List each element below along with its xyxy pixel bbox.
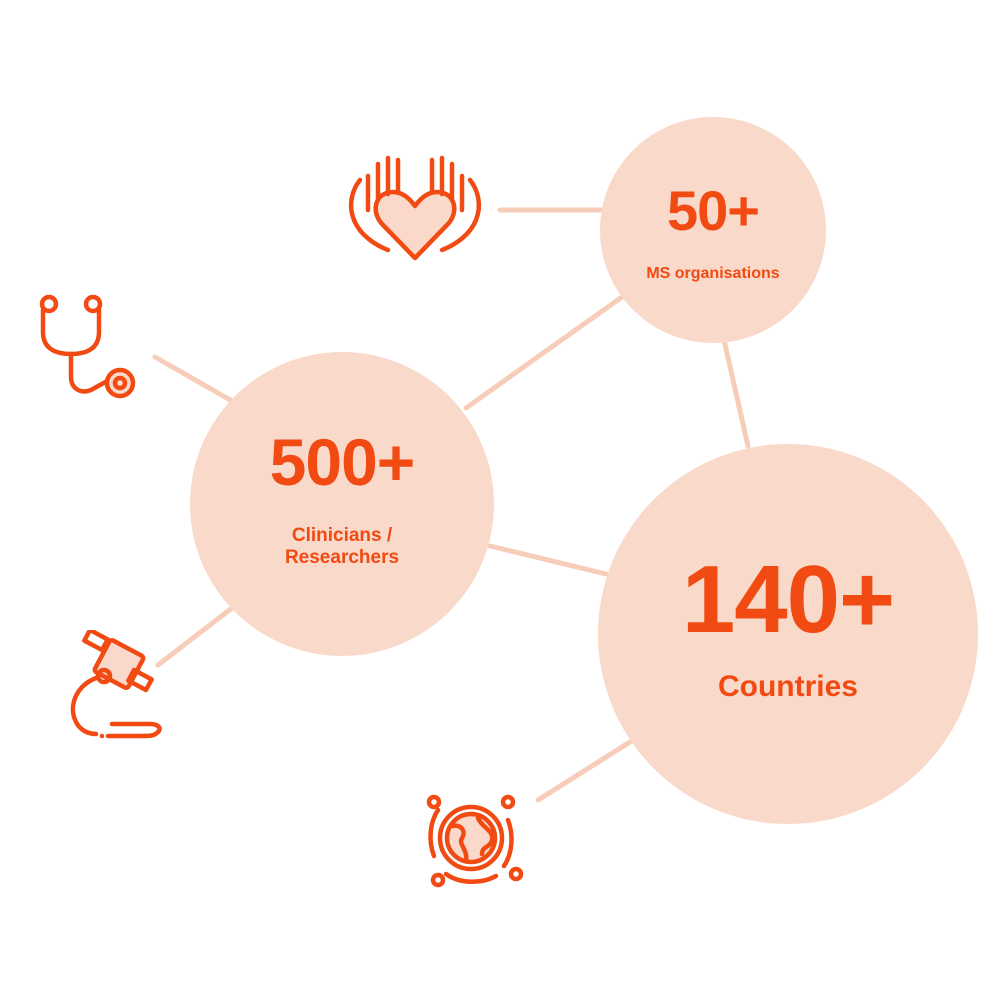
organisations-label: MS organisations xyxy=(646,264,780,282)
connector-microscope xyxy=(155,605,235,668)
connector-orgs-countries xyxy=(721,337,751,449)
countries-bubble: 140+ Countries xyxy=(598,444,978,824)
globe-icon xyxy=(426,794,524,888)
connector-globe xyxy=(535,739,633,803)
stethoscope-icon xyxy=(39,294,136,399)
connector-orgs-clinicians xyxy=(463,294,625,411)
connector-stethoscope xyxy=(152,354,235,404)
organisations-value: 50+ xyxy=(667,178,760,242)
microscope-icon xyxy=(70,630,162,739)
hands-heart-icon xyxy=(348,155,482,261)
countries-value: 140+ xyxy=(681,545,895,653)
clinicians-label: Clinicians / Researchers xyxy=(284,525,400,568)
connector-clinicians-countries xyxy=(487,543,609,577)
clinicians-value: 500+ xyxy=(269,425,416,500)
organisations-bubble: 50+ MS organisations xyxy=(600,117,826,343)
countries-label: Countries xyxy=(717,669,858,703)
clinicians-bubble: 500+ Clinicians / Researchers xyxy=(190,352,494,656)
